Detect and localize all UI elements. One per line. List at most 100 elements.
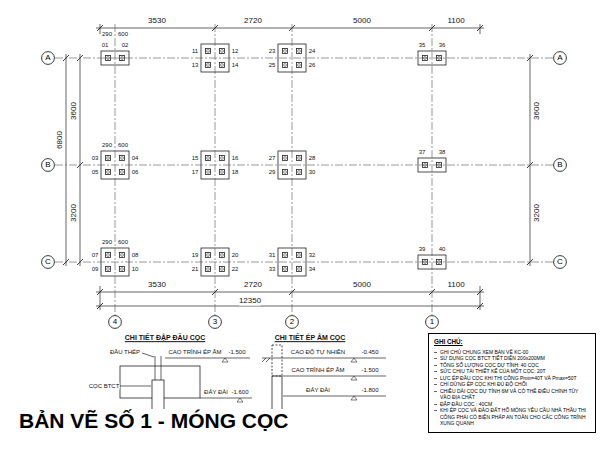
grid-axis-bubble: B (553, 158, 567, 172)
level-value: -1.800 (361, 387, 378, 394)
pile-mark (121, 157, 124, 160)
pile-number: 32 (309, 252, 316, 259)
cap-dimension: 600 (118, 31, 128, 38)
pile-number: 22 (232, 266, 239, 273)
leader-line (120, 386, 151, 387)
extension-line (100, 286, 101, 310)
follower-pile (272, 345, 282, 376)
pile-square (283, 49, 288, 54)
bubble-circle (426, 316, 439, 329)
cap-dimension: 290 (102, 142, 112, 149)
pile-mark (121, 171, 124, 174)
cap-dimension: 600 (118, 142, 128, 149)
pile-square (297, 253, 302, 258)
level-marker (222, 358, 228, 362)
pile-square (206, 49, 211, 54)
pile-mark (298, 64, 301, 67)
pile-number: 02 (122, 42, 129, 49)
ground-line (262, 358, 386, 359)
pile-square (220, 49, 225, 54)
pile-mark (298, 254, 301, 257)
pile-number: 08 (132, 252, 139, 259)
notes-box: GHI CHÚ:GHI CHÚ CHUNG XEM BẢN VẼ KC-00SỬ… (428, 333, 596, 433)
pile-number: 18 (232, 169, 239, 176)
pile-square (297, 170, 302, 175)
dimension-line (530, 54, 531, 266)
axis-letter: A (557, 54, 562, 62)
pile-number: 20 (232, 252, 239, 259)
pile-mark (298, 157, 301, 160)
bubble-circle (42, 159, 55, 172)
pile-square (120, 267, 125, 272)
pile-mark (284, 157, 287, 160)
pile-number: 16 (232, 155, 239, 162)
note-line: CHIỀU DÀI CỌC DỰ TÍNH 6M VÀ CÓ THỂ ĐIỀU … (434, 388, 590, 401)
axis-letter: 3 (213, 318, 217, 326)
pile-number: 21 (192, 266, 199, 273)
dimension-text: 2720 (244, 17, 262, 26)
pile-mark (284, 254, 287, 257)
axis-letter: B (557, 161, 562, 169)
pile-mark (298, 171, 301, 174)
pile-mark (284, 268, 287, 271)
grid-axis-bubble: 2 (285, 315, 299, 329)
pile-number: 33 (269, 266, 276, 273)
pile-square (283, 156, 288, 161)
level-value: -1.500 (228, 349, 245, 356)
pile-mark (107, 157, 110, 160)
dimension-text: 2720 (244, 281, 262, 290)
dimension-line (96, 28, 484, 29)
dimension-text: 3600 (533, 102, 542, 120)
level-line (165, 358, 250, 359)
cap-dimension: 600 (118, 239, 128, 246)
pile-square (106, 253, 111, 258)
pile-mark (298, 268, 301, 271)
level-text: CAO TRÌNH ÉP ÂM (291, 367, 344, 374)
level-line (283, 376, 386, 377)
dimension-text: 3530 (148, 17, 166, 26)
grid-axis-bubble: 3 (208, 315, 222, 329)
extension-line (100, 24, 101, 34)
pile-number: 37 (419, 149, 426, 156)
pile-mark (298, 50, 301, 53)
pile-number: 01 (102, 42, 109, 49)
rebar-line (161, 356, 162, 380)
level-text: CAO ĐỘ TỰ NHIÊN (291, 349, 345, 356)
pile-square (297, 267, 302, 272)
pile-number: 31 (269, 252, 276, 259)
cap-dimension: 290 (102, 239, 112, 246)
ground-hatch (262, 358, 266, 362)
pile-number: 30 (309, 169, 316, 176)
pile-number: 15 (192, 155, 199, 162)
pile-number: 10 (132, 266, 139, 273)
pile-square (283, 267, 288, 272)
pile-number: 09 (92, 266, 99, 273)
level-value: -1.600 (231, 389, 248, 396)
level-marker (351, 358, 357, 362)
pile-number: 03 (92, 155, 99, 162)
pile-square (106, 156, 111, 161)
pile-mark (207, 171, 210, 174)
dimension-line (96, 292, 484, 293)
grid-line (432, 24, 433, 315)
level-marker (351, 376, 357, 380)
part-label: ĐẦU THÉP (110, 349, 140, 356)
pile-mark (221, 254, 224, 257)
pile-number: 14 (232, 62, 239, 69)
level-line (200, 398, 252, 399)
bubble-circle (42, 256, 55, 269)
axis-letter: 1 (430, 318, 434, 326)
bubble-circle (554, 52, 567, 65)
dimension-text: 5000 (353, 281, 371, 290)
pile-mark (221, 157, 224, 160)
pile-number: 19 (192, 252, 199, 259)
pile-number: 29 (269, 169, 276, 176)
pile-square (206, 170, 211, 175)
grid-axis-bubble: C (41, 255, 55, 269)
grid-line (55, 262, 553, 263)
pile-number: 39 (419, 246, 426, 253)
level-value: -0.450 (361, 349, 378, 356)
grid-axis-bubble: C (553, 255, 567, 269)
grid-axis-bubble: A (553, 51, 567, 65)
extension-line (480, 24, 481, 34)
